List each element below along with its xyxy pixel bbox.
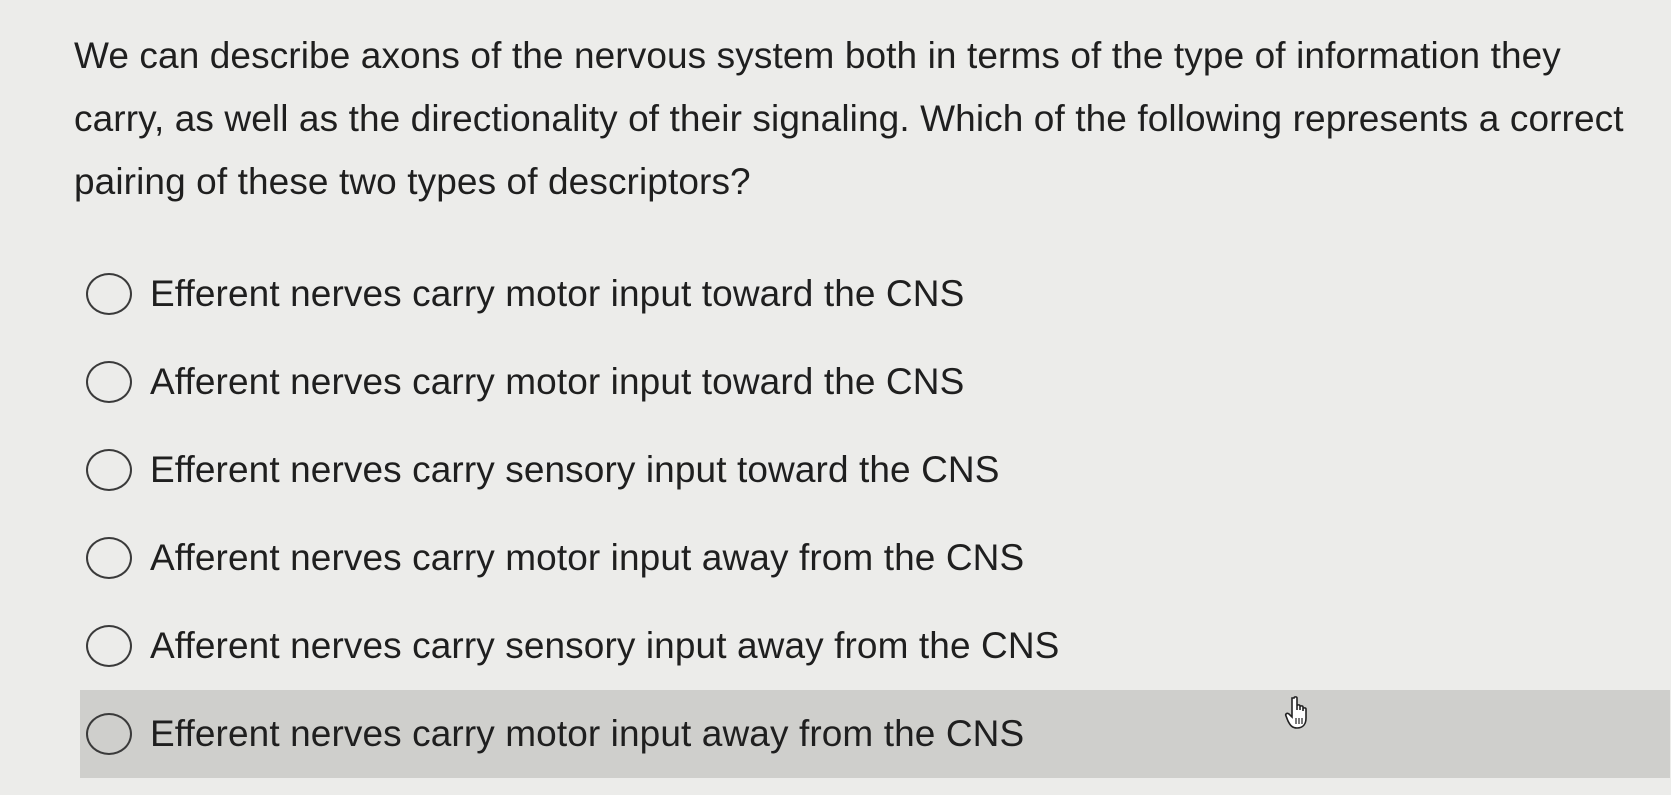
radio-button[interactable] — [86, 625, 132, 667]
option-2[interactable]: Afferent nerves carry motor input toward… — [80, 338, 1670, 426]
option-label: Afferent nerves carry motor input toward… — [150, 361, 965, 402]
option-5[interactable]: Afferent nerves carry sensory input away… — [80, 602, 1670, 690]
option-label: Afferent nerves carry motor input away f… — [150, 537, 1025, 578]
option-label: Afferent nerves carry sensory input away… — [150, 625, 1060, 666]
option-label: Efferent nerves carry motor input away f… — [150, 713, 1025, 754]
question-text: We can describe axons of the nervous sys… — [74, 35, 1624, 202]
radio-button[interactable] — [86, 449, 132, 491]
radio-button[interactable] — [86, 273, 132, 315]
option-4[interactable]: Afferent nerves carry motor input away f… — [80, 514, 1670, 602]
hand-pointer-icon — [1284, 696, 1307, 729]
option-6[interactable]: Efferent nerves carry motor input away f… — [80, 690, 1670, 778]
option-1[interactable]: Efferent nerves carry motor input toward… — [80, 250, 1670, 338]
radio-button[interactable] — [86, 361, 132, 403]
option-label: Efferent nerves carry motor input toward… — [150, 273, 965, 314]
radio-button[interactable] — [86, 537, 132, 579]
radio-button[interactable] — [86, 713, 132, 755]
option-3[interactable]: Efferent nerves carry sensory input towa… — [80, 426, 1670, 514]
answer-options: Efferent nerves carry motor input toward… — [80, 250, 1670, 778]
option-label: Efferent nerves carry sensory input towa… — [150, 449, 1000, 490]
